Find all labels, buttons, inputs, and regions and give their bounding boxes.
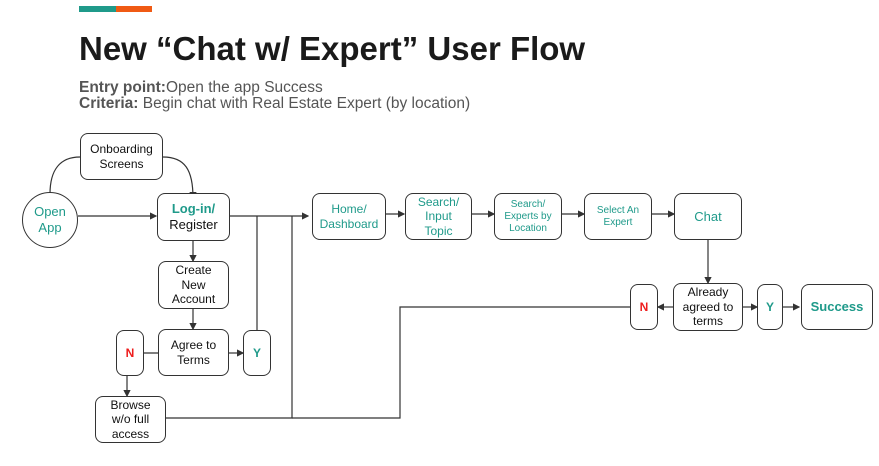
accent-bar-orange [116, 6, 152, 12]
node-label: terms [693, 314, 723, 329]
node-label: Input [425, 209, 452, 224]
node-label: Search/ [510, 198, 546, 210]
page-title: New “Chat w/ Expert” User Flow [79, 30, 586, 67]
node-yes-left: Y [243, 330, 271, 376]
node-label: Browse [110, 397, 151, 412]
criteria: Criteria: Begin chat with Real Estate Ex… [79, 95, 470, 113]
node-label: Select An [596, 204, 640, 216]
node-label: Search/ [417, 194, 460, 209]
criteria-text: Begin chat with Real Estate Expert (by l… [138, 95, 471, 112]
edge-browse-right-n [292, 306, 630, 419]
node-label: Agree to [170, 338, 217, 353]
node-label: Home/ [331, 202, 367, 217]
node-label: access [111, 426, 150, 441]
node-label: App [38, 220, 62, 235]
node-label: Log-in/ [171, 201, 216, 217]
node-label: New [181, 277, 206, 292]
edge-onboarding-login [162, 156, 197, 200]
node-login: Log-in/Register [157, 193, 230, 241]
entry-point-text: Open the app Success [165, 79, 323, 96]
node-label: Already [687, 285, 729, 300]
accent-bar-teal [79, 6, 116, 12]
entry-point: Entry point:Open the app Success [79, 79, 323, 97]
node-label: Experts by [504, 210, 552, 222]
node-label: Location [509, 222, 547, 234]
node-label: Expert [603, 216, 633, 228]
node-label: Register [169, 217, 218, 232]
node-no-left: N [116, 330, 144, 376]
node-label: Terms [177, 352, 210, 367]
node-label: agreed to [682, 299, 734, 314]
node-label: w/o full [111, 412, 150, 427]
node-label: Account [171, 292, 216, 307]
criteria-label: Criteria: [79, 95, 139, 112]
edge-browse-home [166, 216, 293, 419]
node-label: Onboarding [90, 142, 153, 157]
node-label: Open [34, 204, 66, 220]
edge-open-onboarding [49, 156, 81, 195]
node-label: Create [175, 263, 212, 278]
node-success: Success [801, 284, 873, 330]
node-label: Screens [99, 156, 144, 171]
node-yes-right: Y [757, 284, 783, 330]
node-chat: Chat [674, 193, 742, 240]
node-no-right: N [630, 284, 658, 330]
node-label: Topic [424, 223, 453, 238]
entry-point-label: Entry point: [79, 79, 166, 96]
node-home: Home/Dashboard [312, 193, 386, 240]
node-label: Dashboard [319, 216, 379, 231]
